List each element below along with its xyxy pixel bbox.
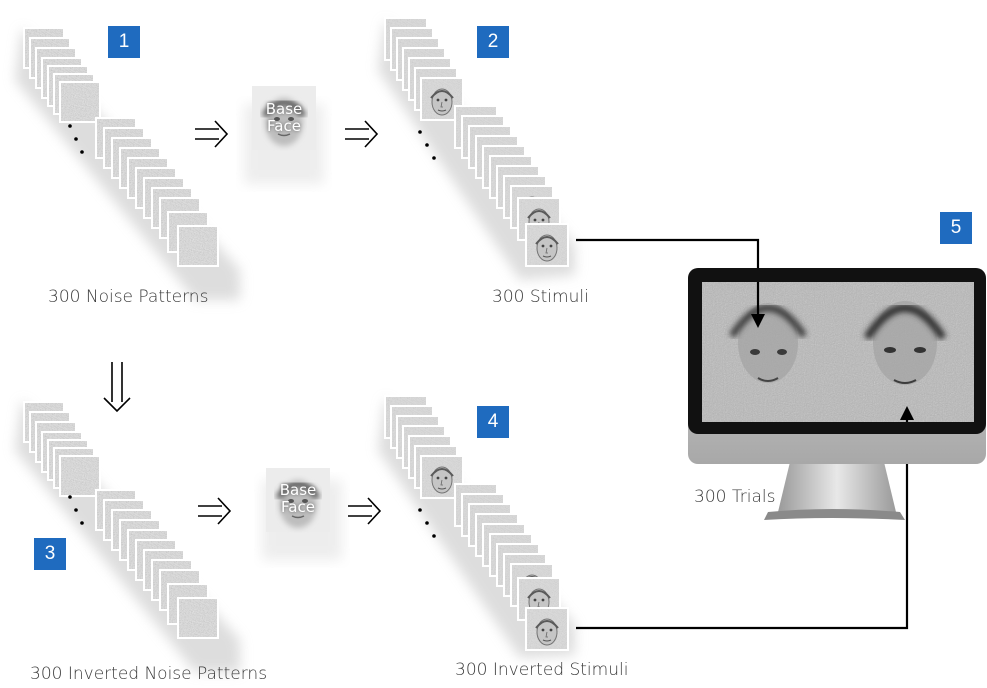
- step-badge-4: 4: [477, 406, 509, 438]
- inverted-noise-stack-3: [15, 400, 240, 672]
- caption-noise-patterns: 300 Noise Patterns: [48, 287, 209, 307]
- base-face-label-2: Base Face: [266, 482, 330, 516]
- inverted-stimuli-stack-4: [378, 396, 575, 658]
- arrowhead-left-face: [751, 314, 765, 328]
- step-badge-3: 3: [34, 538, 66, 570]
- caption-trials: 300 Trials: [694, 487, 776, 507]
- noise-pattern-stack-1: [15, 28, 240, 300]
- arrow-to-stimuli-2: [347, 497, 381, 525]
- trial-face-left: [729, 303, 807, 383]
- caption-stimuli: 300 Stimuli: [492, 287, 589, 307]
- base-face-label-1-line1: Base: [265, 100, 303, 118]
- base-face-label-2-line2: Face: [281, 498, 315, 516]
- stimuli-stack-2: [378, 18, 575, 280]
- base-face-2: [262, 468, 342, 560]
- arrowhead-right-face: [900, 406, 914, 420]
- step-badge-2: 2: [477, 26, 509, 58]
- caption-inverted-stimuli: 300 Inverted Stimuli: [455, 660, 629, 680]
- arrow-to-inverted-noise: [103, 362, 131, 413]
- arrow-to-base-face-2: [197, 497, 231, 525]
- step-badge-1: 1: [108, 26, 140, 58]
- arrow-to-stimuli-1: [344, 120, 378, 148]
- base-face-label-2-line1: Base: [279, 481, 317, 499]
- step-badge-5: 5: [940, 212, 972, 244]
- base-face-label-1-line2: Face: [267, 117, 301, 135]
- arrow-to-base-face-1: [194, 120, 228, 148]
- monitor: [688, 268, 986, 520]
- caption-inverted-noise-patterns: 300 Inverted Noise Patterns: [30, 664, 268, 684]
- base-face-label-1: Base Face: [252, 101, 316, 135]
- trial-face-right: [863, 301, 947, 385]
- base-face-1: [244, 86, 324, 184]
- monitor-stand: [778, 462, 896, 512]
